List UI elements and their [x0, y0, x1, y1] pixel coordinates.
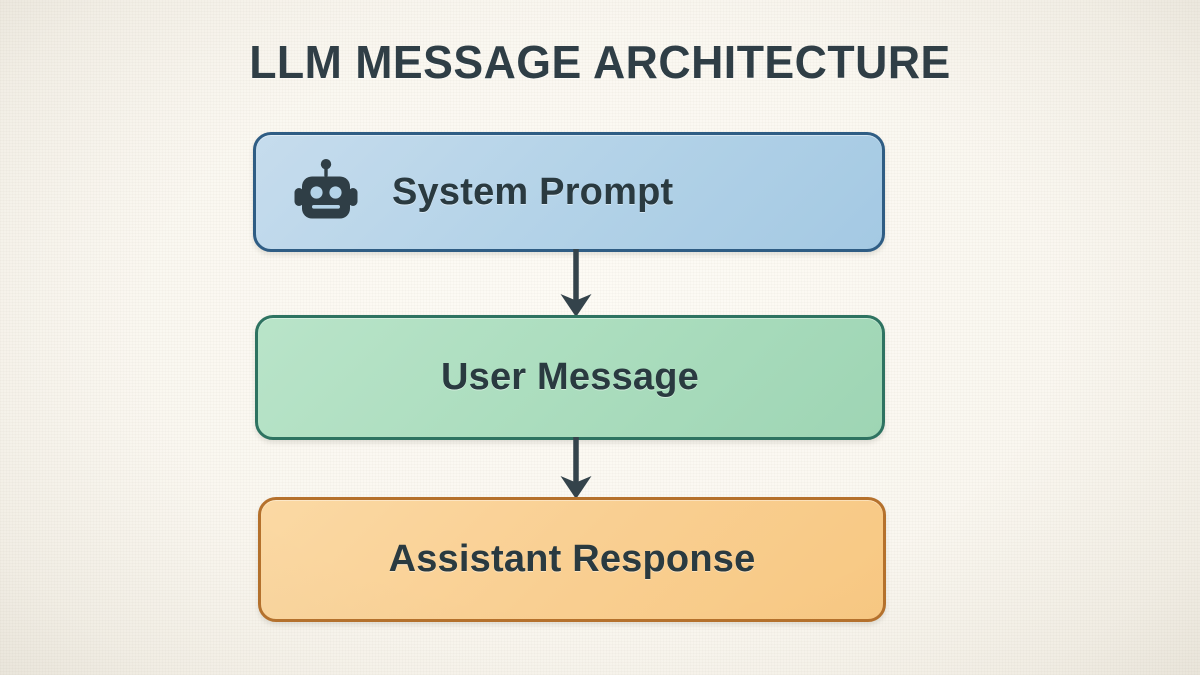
node-user-message-label: User Message — [441, 356, 699, 398]
page-title: LLM MESSAGE ARCHITECTURE — [249, 36, 951, 88]
node-assistant-response[interactable]: Assistant Response — [258, 497, 886, 622]
robot-icon — [294, 159, 358, 219]
node-user-message[interactable]: User Message — [255, 315, 885, 440]
node-system-prompt[interactable]: System Prompt — [253, 132, 885, 252]
arrow-system-to-user — [560, 249, 592, 317]
node-system-prompt-label: System Prompt — [392, 170, 674, 213]
node-assistant-response-label: Assistant Response — [388, 538, 756, 580]
arrow-user-to-assistant — [560, 437, 592, 499]
